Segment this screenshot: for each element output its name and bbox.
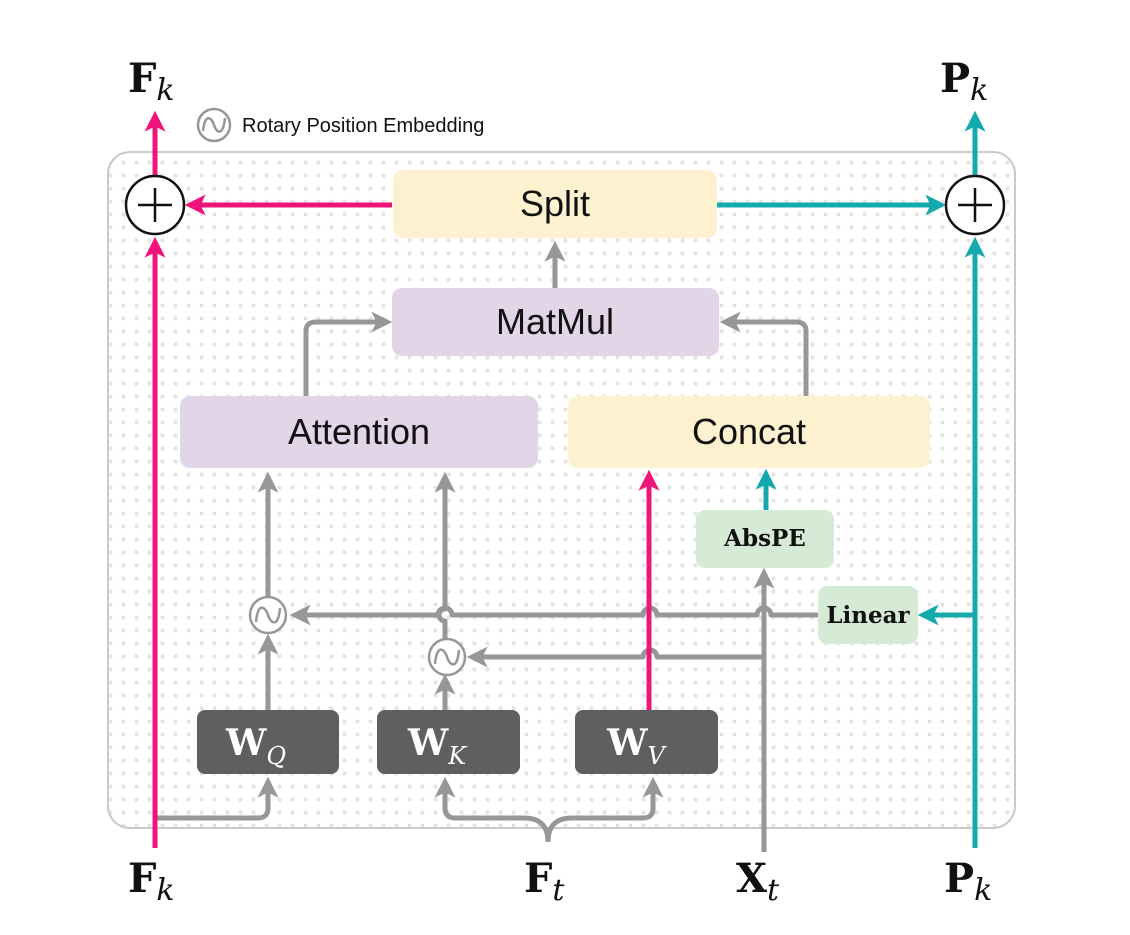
teal-connections	[717, 110, 986, 848]
concat-label: Concat	[692, 411, 806, 452]
wv-sub: V	[648, 742, 668, 770]
legend-text: Rotary Position Embedding	[242, 115, 484, 137]
magenta-connections	[144, 110, 660, 848]
wk-base: W	[407, 722, 449, 764]
matmul-box: MatMul	[392, 288, 719, 356]
attention-label: Attention	[288, 411, 430, 452]
matmul-label: MatMul	[496, 301, 614, 342]
legend: Rotary Position Embedding	[196, 107, 484, 143]
rotary-icon	[196, 107, 232, 143]
pk-add-icon	[944, 174, 1006, 236]
wk-box: WK	[377, 710, 520, 774]
input-xt-label: Xt	[736, 855, 780, 908]
wk-sub: K	[447, 742, 468, 770]
concat-box: Concat	[568, 396, 930, 468]
wv-base: W	[606, 722, 648, 764]
linear-box: Linear	[818, 586, 918, 644]
ft-brace	[434, 776, 551, 843]
linear-label: Linear	[826, 602, 910, 629]
input-pk-label: Pk	[944, 855, 992, 908]
svg-text:WQ: WQ	[225, 722, 286, 770]
wv-box: WV	[575, 710, 718, 774]
rope-k-icon	[427, 637, 467, 677]
split-label: Split	[520, 183, 590, 224]
input-fk-label: Fk	[128, 855, 175, 908]
attention-box: Attention	[180, 396, 538, 468]
abspe-box: AbsPE	[696, 510, 834, 568]
wq-sub: Q	[266, 742, 286, 770]
input-ft-label: Ft	[524, 855, 565, 908]
wq-base: W	[225, 722, 267, 764]
wq-box: WQ	[197, 710, 339, 774]
rope-q-icon	[248, 595, 288, 635]
svg-text:WK: WK	[407, 722, 468, 770]
gray-connections	[155, 240, 820, 852]
svg-text:WV: WV	[606, 722, 667, 770]
output-pk-label: Pk	[940, 55, 988, 108]
fk-to-wq-arrow	[155, 776, 279, 821]
abspe-label: AbsPE	[723, 525, 806, 552]
output-fk-label: Fk	[128, 55, 175, 108]
split-box: Split	[393, 170, 717, 238]
fk-add-icon	[124, 174, 186, 236]
